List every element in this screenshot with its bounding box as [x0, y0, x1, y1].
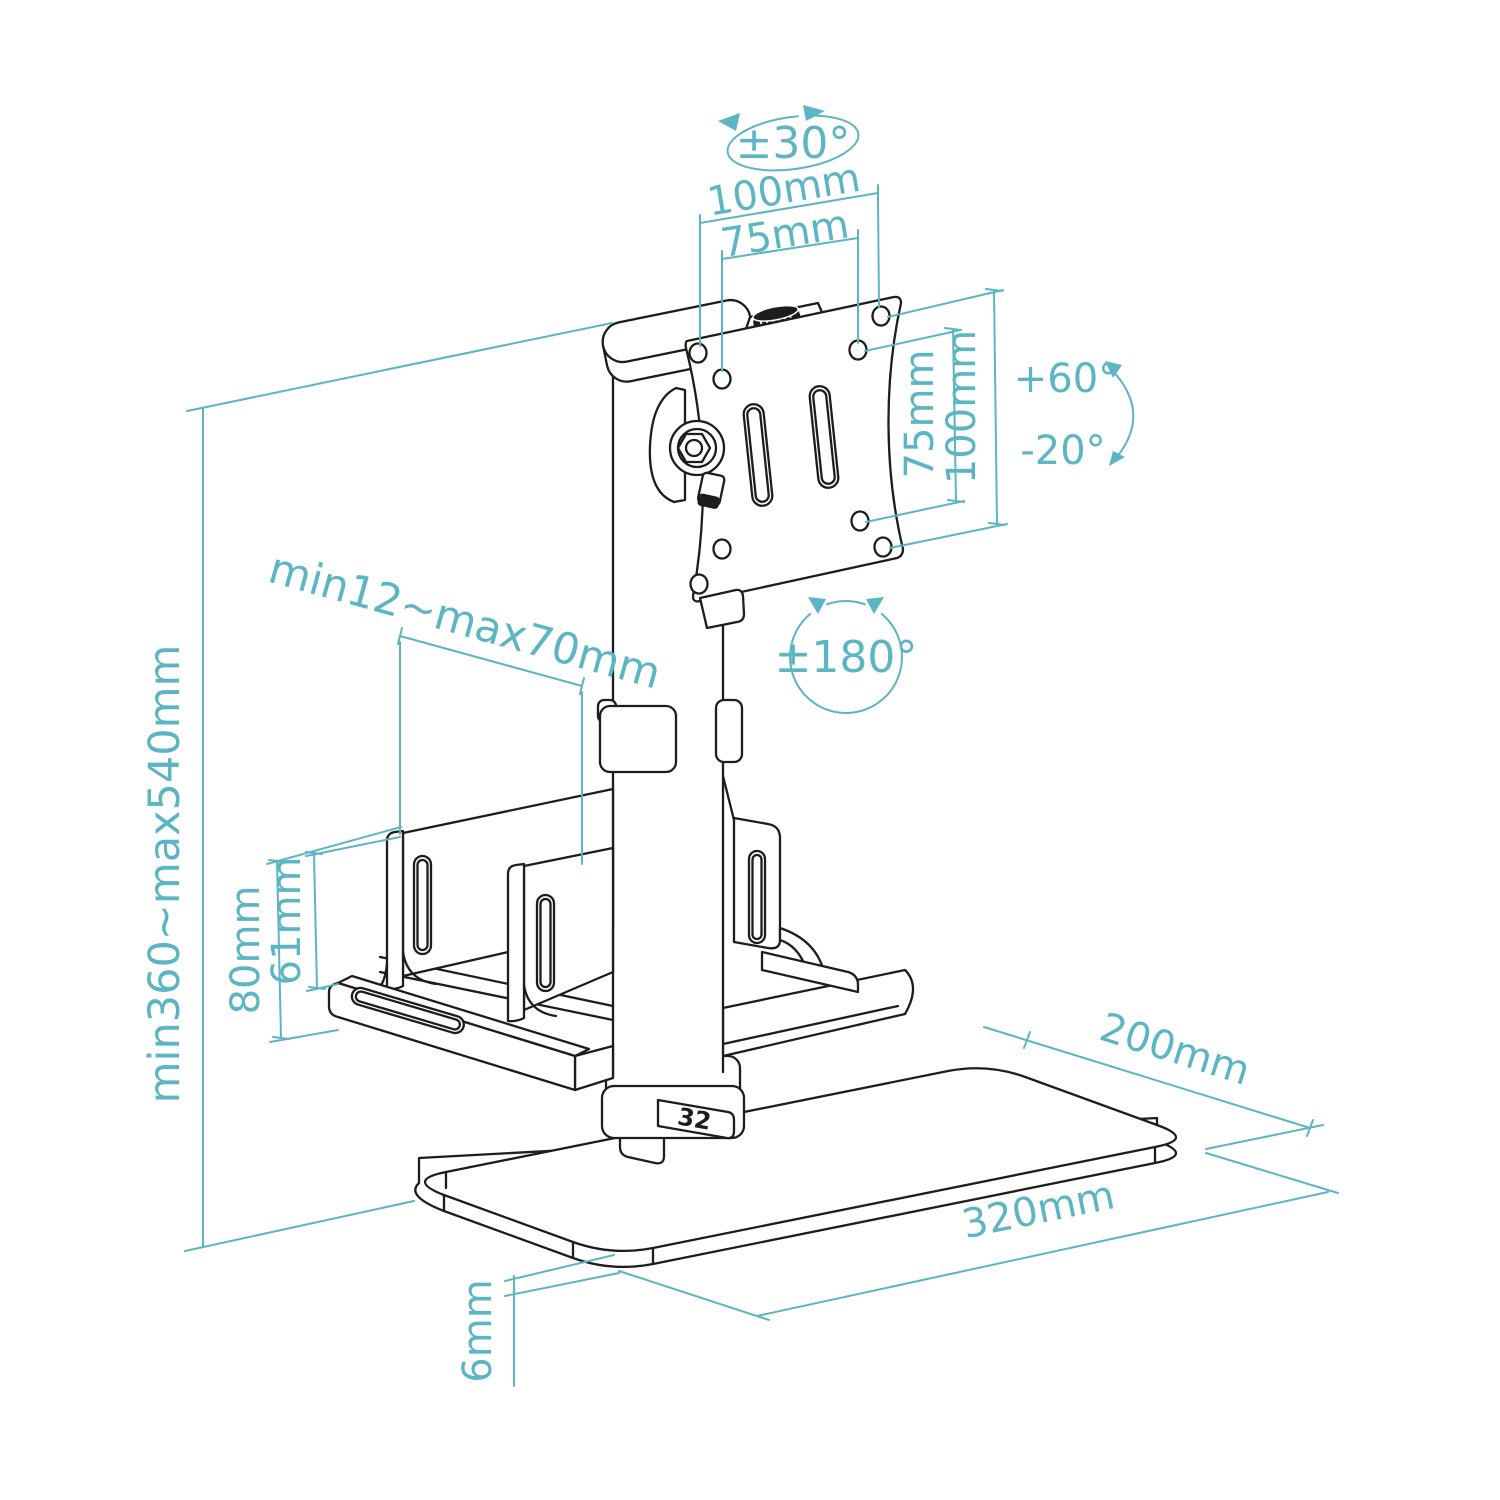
dim-holder-height-inner [305, 836, 401, 992]
label-height-range: min360~max540mm [140, 645, 190, 1104]
label-tilt-up: +60° [1014, 356, 1118, 402]
cpu-left-bracket-slot-inner [416, 858, 429, 952]
vesa-slot-left [742, 403, 774, 507]
vesa-slot-right [808, 385, 840, 489]
dim-vesa-width-outer [699, 184, 880, 347]
dim-base-thickness [504, 1254, 620, 1387]
label-holder-height-inner: 61mm [264, 857, 310, 986]
tilt-arrow-up-icon [1105, 361, 1122, 378]
label-tilt-down: -20° [1020, 428, 1105, 474]
cpu-right-foot-pad [760, 950, 860, 994]
base-plate [414, 1067, 1178, 1269]
vesa-lower-tab [698, 588, 746, 630]
vesa-plate [684, 295, 905, 603]
dim-vesa-height-outer [887, 288, 1008, 549]
label-rotation-range: ±30° [736, 118, 851, 169]
cpu-holder-front [327, 787, 615, 1092]
label-vesa-height-inner: 75mm [897, 350, 943, 479]
dim-holder-height-outer [266, 826, 402, 1043]
cpu-inner-bracket-slot-inner [539, 897, 552, 989]
base-plate-top-face [423, 1067, 1178, 1253]
cpu-inner-bracket-foot [522, 983, 558, 1018]
cpu-tray-slot [350, 986, 465, 1035]
label-pole-marking: 32 [676, 1102, 714, 1135]
base-plate-corner-seams [442, 1145, 1157, 1266]
tilt-hinge [668, 419, 726, 477]
tilt-arc [1110, 368, 1135, 459]
cpu-holder-rear [721, 774, 915, 1058]
tilt-bracket [648, 386, 687, 504]
pole-mid-collar-left [598, 704, 678, 774]
dimension-lines [184, 105, 1339, 1387]
rotation-arrow-left-icon [718, 113, 740, 131]
label-base-depth: 200mm [1094, 1004, 1255, 1094]
swivel-arrow-left-icon [808, 597, 826, 614]
label-vesa-height-outer: 100mm [939, 330, 985, 484]
cpu-panel-edge-hint [721, 774, 736, 822]
dim-base-width [618, 1152, 1339, 1321]
cpu-right-clamp-slot-inner [751, 853, 763, 941]
pole-mid-collar-right [714, 698, 744, 764]
dim-base-depth [983, 1026, 1324, 1150]
dim-vesa-height-inner [864, 327, 965, 523]
pole-collar-tab [656, 1098, 736, 1140]
label-holder-width-range: min12~max70mm [263, 543, 666, 699]
rotation-ellipse [726, 114, 860, 172]
label-base-thickness: 6mm [455, 1279, 501, 1382]
cpu-tray-rear-rim [721, 1004, 900, 1046]
cpu-inner-bracket-strip [506, 862, 526, 1023]
vesa-assembly [648, 295, 905, 630]
label-swivel-range: ±180° [775, 632, 918, 683]
dim-vesa-width-inner [721, 229, 859, 372]
swivel-circle [789, 600, 903, 714]
dimension-labels: ±30° 100mm 75mm +60° -20° 75mm 100mm ±18… [140, 118, 1255, 1383]
swivel-arrow-right-icon [866, 597, 884, 614]
rotation-arrow-right-icon [803, 105, 825, 121]
tilt-screw [696, 471, 726, 509]
label-holder-height-outer: 80mm [223, 886, 269, 1015]
tilt-arrow-down-icon [1109, 451, 1125, 466]
cpu-left-bracket-strip [385, 829, 405, 991]
dim-holder-width [397, 627, 585, 865]
dim-height-range [184, 322, 613, 1252]
